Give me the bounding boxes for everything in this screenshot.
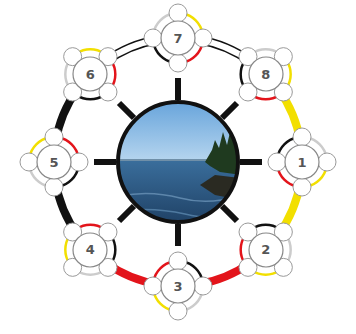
satellite-circle bbox=[194, 277, 212, 295]
spokes bbox=[94, 78, 262, 246]
numbered-circle: 2 bbox=[248, 232, 284, 268]
node-number: 2 bbox=[248, 232, 284, 268]
numbered-circle: 4 bbox=[72, 232, 108, 268]
satellite-circle bbox=[169, 252, 187, 270]
numbered-circle: 8 bbox=[248, 56, 284, 92]
satellite-circle bbox=[169, 302, 187, 320]
numbered-circle: 5 bbox=[36, 144, 72, 180]
numbered-circle: 3 bbox=[160, 268, 196, 304]
numbered-circle: 7 bbox=[160, 20, 196, 56]
numbered-circle: 6 bbox=[72, 56, 108, 92]
node-number: 5 bbox=[36, 144, 72, 180]
node-number: 4 bbox=[72, 232, 108, 268]
satellite-circle bbox=[45, 178, 63, 196]
satellite-circle bbox=[169, 54, 187, 72]
satellite-circle bbox=[293, 128, 311, 146]
lake-photo bbox=[110, 95, 250, 230]
satellite-circle bbox=[293, 178, 311, 196]
node-number: 7 bbox=[160, 20, 196, 56]
satellite-circle bbox=[268, 153, 286, 171]
satellite-circle bbox=[169, 4, 187, 22]
satellite-circle bbox=[144, 29, 162, 47]
satellite-circle bbox=[194, 29, 212, 47]
satellite-circle bbox=[318, 153, 336, 171]
satellite-circle bbox=[20, 153, 38, 171]
node-number: 8 bbox=[248, 56, 284, 92]
node-number: 3 bbox=[160, 268, 196, 304]
satellite-circles bbox=[20, 4, 336, 320]
node-number: 6 bbox=[72, 56, 108, 92]
satellite-circle bbox=[45, 128, 63, 146]
satellite-circle bbox=[70, 153, 88, 171]
node-number: 1 bbox=[284, 144, 320, 180]
numbered-circle: 1 bbox=[284, 144, 320, 180]
satellite-circle bbox=[144, 277, 162, 295]
